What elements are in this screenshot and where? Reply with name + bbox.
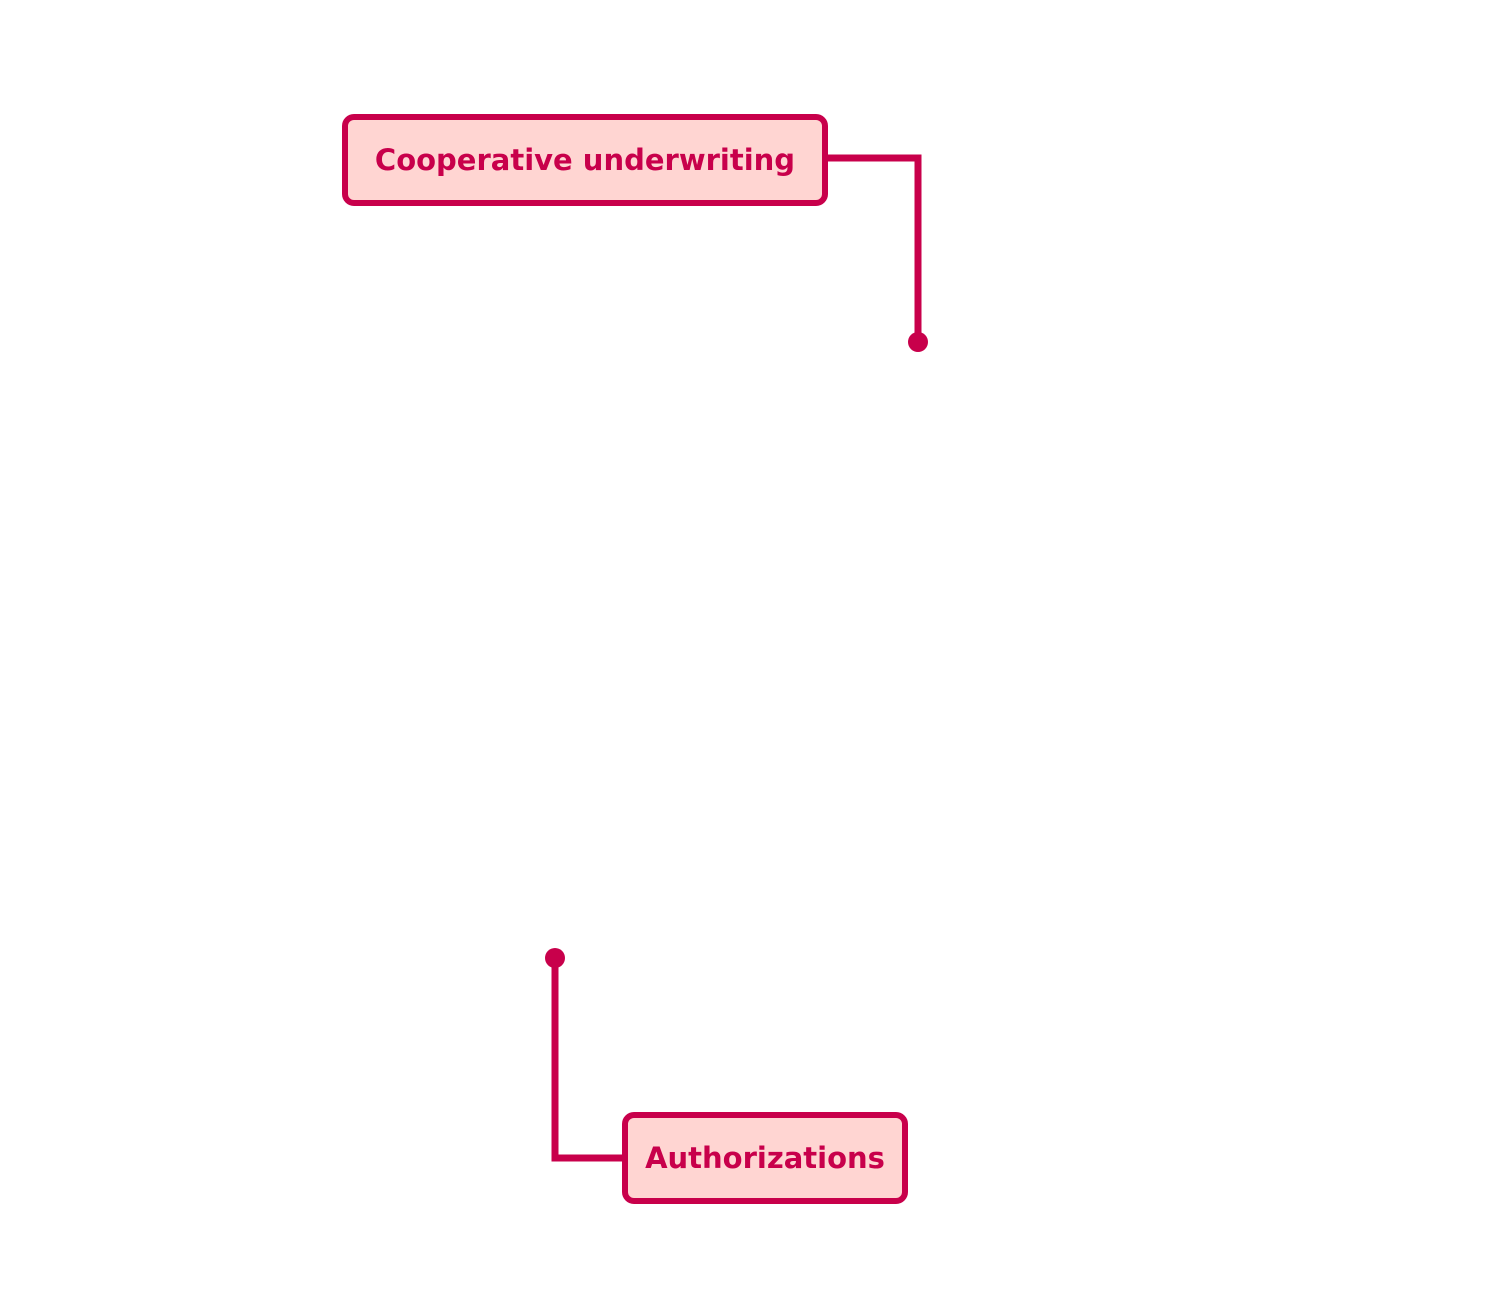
connector-line-authorizations: [551, 958, 622, 1162]
callout-cooperative-underwriting: Cooperative underwriting: [342, 114, 828, 206]
connector-endpoint-authorizations: [545, 948, 565, 968]
callout-label: Cooperative underwriting: [374, 143, 796, 177]
connector-endpoint-cooperative-underwriting: [908, 332, 928, 352]
connector-line-cooperative-underwriting: [828, 154, 922, 341]
callout-label: Authorizations: [645, 1141, 885, 1175]
callout-authorizations: Authorizations: [622, 1112, 908, 1204]
